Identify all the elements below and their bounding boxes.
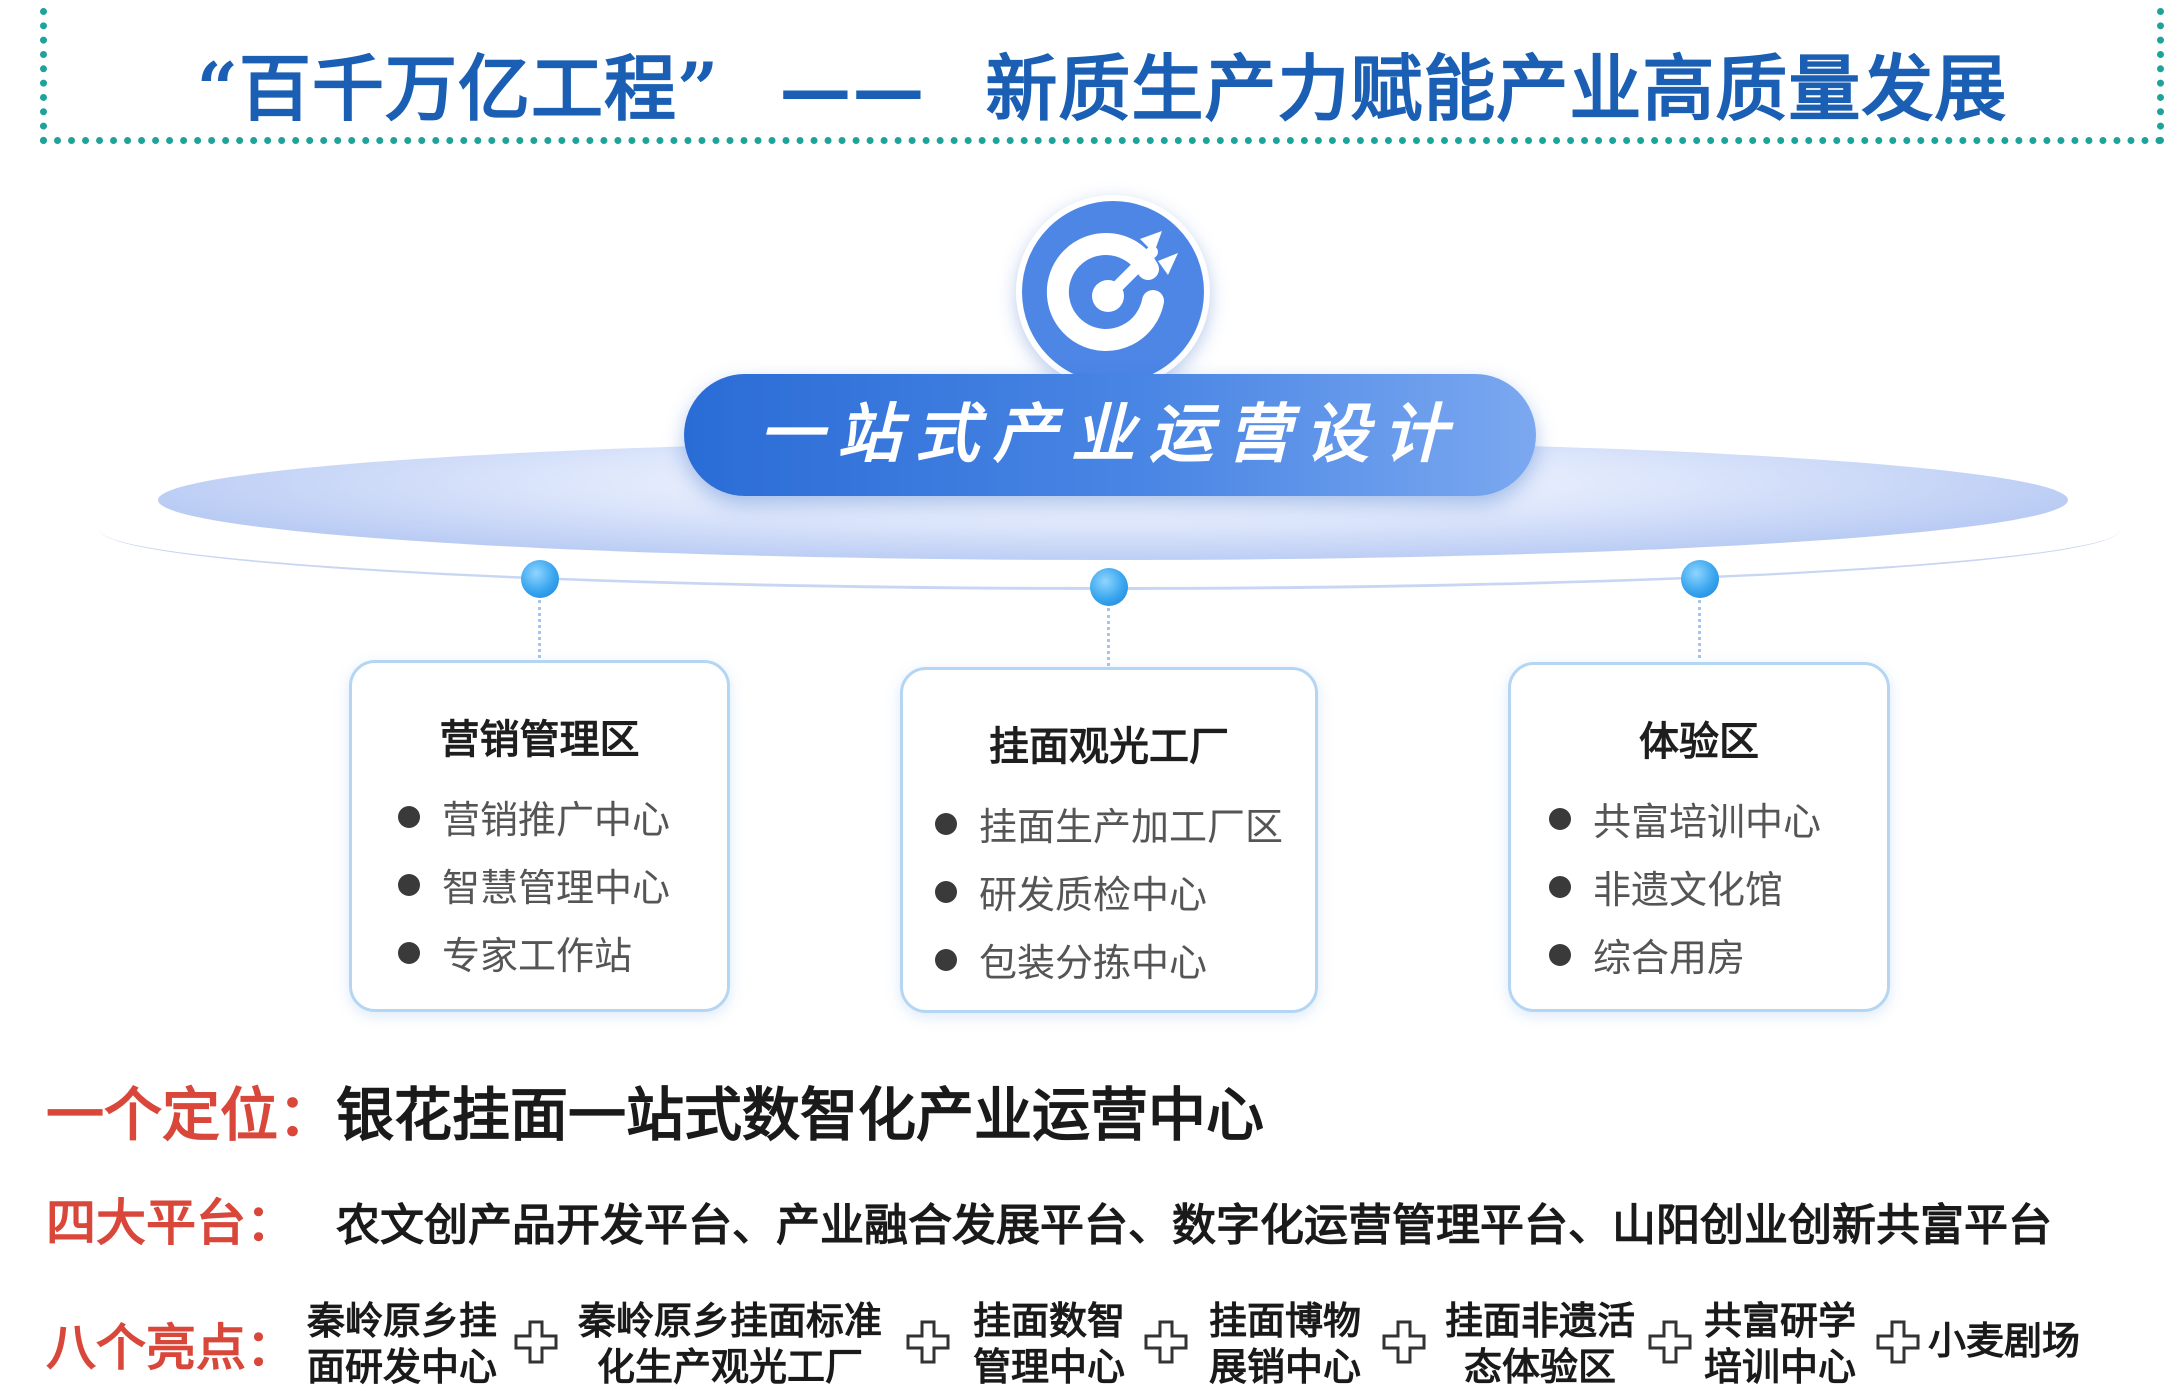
highlights-label: 八个亮点： xyxy=(46,1319,296,1377)
platforms-text: 农文创产品开发平台、产业融合发展平台、数字化运营管理平台、山阳创业创新共富平台 xyxy=(336,1200,2052,1251)
highlight-item: 共富研学 培训中心 xyxy=(1700,1298,1860,1390)
bullet xyxy=(1549,876,1571,898)
title-dash: —— xyxy=(779,46,926,131)
zone-item: 研发质检中心 xyxy=(979,873,1208,917)
highlight-line: 共富研学 xyxy=(1703,1299,1856,1343)
platforms-label: 四大平台： xyxy=(46,1194,296,1252)
zone-item: 综合用房 xyxy=(1593,936,1746,980)
zone-item: 挂面生产加工厂区 xyxy=(979,805,1284,849)
zone-card-experience: 体验区 共富培训中心 非遗文化馆 综合用房 xyxy=(1508,662,1890,1012)
bullet xyxy=(398,942,420,964)
highlight-line: 挂面博物 xyxy=(1208,1299,1361,1343)
connector-line-right xyxy=(1698,600,1701,658)
highlight-item: 秦岭原乡挂 面研发中心 xyxy=(302,1298,502,1390)
connector-node-center xyxy=(1090,568,1128,606)
page-title: “百千万亿工程” —— 新质生产力赋能产业高质量发展 xyxy=(40,30,2164,135)
title-left: “百千万亿工程” xyxy=(196,46,720,131)
bullet xyxy=(1549,808,1571,830)
highlight-line: 秦岭原乡挂面标准 xyxy=(577,1299,882,1343)
header-frame xyxy=(40,8,2164,144)
positioning-text: 银花挂面一站式数智化产业运营中心 xyxy=(336,1081,1265,1149)
highlight-line: 化生产观光工厂 xyxy=(596,1345,863,1389)
highlight-line: 展销中心 xyxy=(1208,1345,1361,1389)
zone-card-factory: 挂面观光工厂 挂面生产加工厂区 研发质检中心 包装分拣中心 xyxy=(900,667,1318,1013)
zone-item: 包装分拣中心 xyxy=(979,941,1208,985)
highlight-line: 面研发中心 xyxy=(306,1345,497,1389)
highlight-line: 秦岭原乡挂 xyxy=(306,1299,497,1343)
zone-title: 体验区 xyxy=(1639,719,1759,765)
bullet xyxy=(398,806,420,828)
positioning-row: 一个定位：银花挂面一站式数智化产业运营中心 xyxy=(46,1068,1264,1152)
highlight-line: 管理中心 xyxy=(972,1345,1125,1389)
zone-item: 共富培训中心 xyxy=(1593,800,1822,844)
connector-line-center xyxy=(1107,608,1110,666)
connector-node-left xyxy=(521,560,559,598)
hub-banner xyxy=(684,374,1536,496)
highlight-line: 挂面数智 xyxy=(972,1299,1125,1343)
highlight-item: 挂面博物 展销中心 xyxy=(1200,1298,1370,1390)
highlight-line: 态体验区 xyxy=(1463,1345,1616,1389)
highlight-item: 秦岭原乡挂面标准 化生产观光工厂 xyxy=(570,1298,890,1390)
bullet xyxy=(935,813,957,835)
plus-icon xyxy=(1144,1320,1188,1364)
plus-icon xyxy=(1382,1320,1426,1364)
zone-title: 营销管理区 xyxy=(439,717,640,763)
title-right: 新质生产力赋能产业高质量发展 xyxy=(985,46,2008,131)
zone-item: 专家工作站 xyxy=(442,934,633,978)
positioning-label: 一个定位： xyxy=(46,1081,337,1149)
target-arrow-icon xyxy=(1016,195,1210,389)
highlight-line: 挂面非遗活 xyxy=(1444,1299,1635,1343)
plus-icon xyxy=(1648,1320,1692,1364)
platforms-row: 四大平台： 农文创产品开发平台、产业融合发展平台、数字化运营管理平台、山阳创业创新… xyxy=(46,1183,2052,1255)
highlight-line: 小麦剧场 xyxy=(1928,1319,2081,1363)
bullet xyxy=(935,949,957,971)
bullet xyxy=(1549,944,1571,966)
zone-item: 营销推广中心 xyxy=(442,798,671,842)
zone-item: 智慧管理中心 xyxy=(442,866,671,910)
zone-title: 挂面观光工厂 xyxy=(989,724,1229,770)
zone-card-marketing: 营销管理区 营销推广中心 智慧管理中心 专家工作站 xyxy=(349,660,730,1012)
hub-label: 一站式产业运营设计 xyxy=(759,397,1461,472)
plus-icon xyxy=(1876,1320,1920,1364)
connector-line-left xyxy=(538,600,541,658)
highlight-line: 培训中心 xyxy=(1703,1345,1856,1389)
zone-item: 非遗文化馆 xyxy=(1593,868,1784,912)
highlight-item: 挂面数智 管理中心 xyxy=(964,1298,1134,1390)
highlight-item: 小麦剧场 xyxy=(1928,1318,2098,1364)
highlight-item: 挂面非遗活 态体验区 xyxy=(1440,1298,1640,1390)
plus-icon xyxy=(906,1320,950,1364)
bullet xyxy=(935,881,957,903)
plus-icon xyxy=(514,1320,558,1364)
bullet xyxy=(398,874,420,896)
connector-node-right xyxy=(1681,560,1719,598)
